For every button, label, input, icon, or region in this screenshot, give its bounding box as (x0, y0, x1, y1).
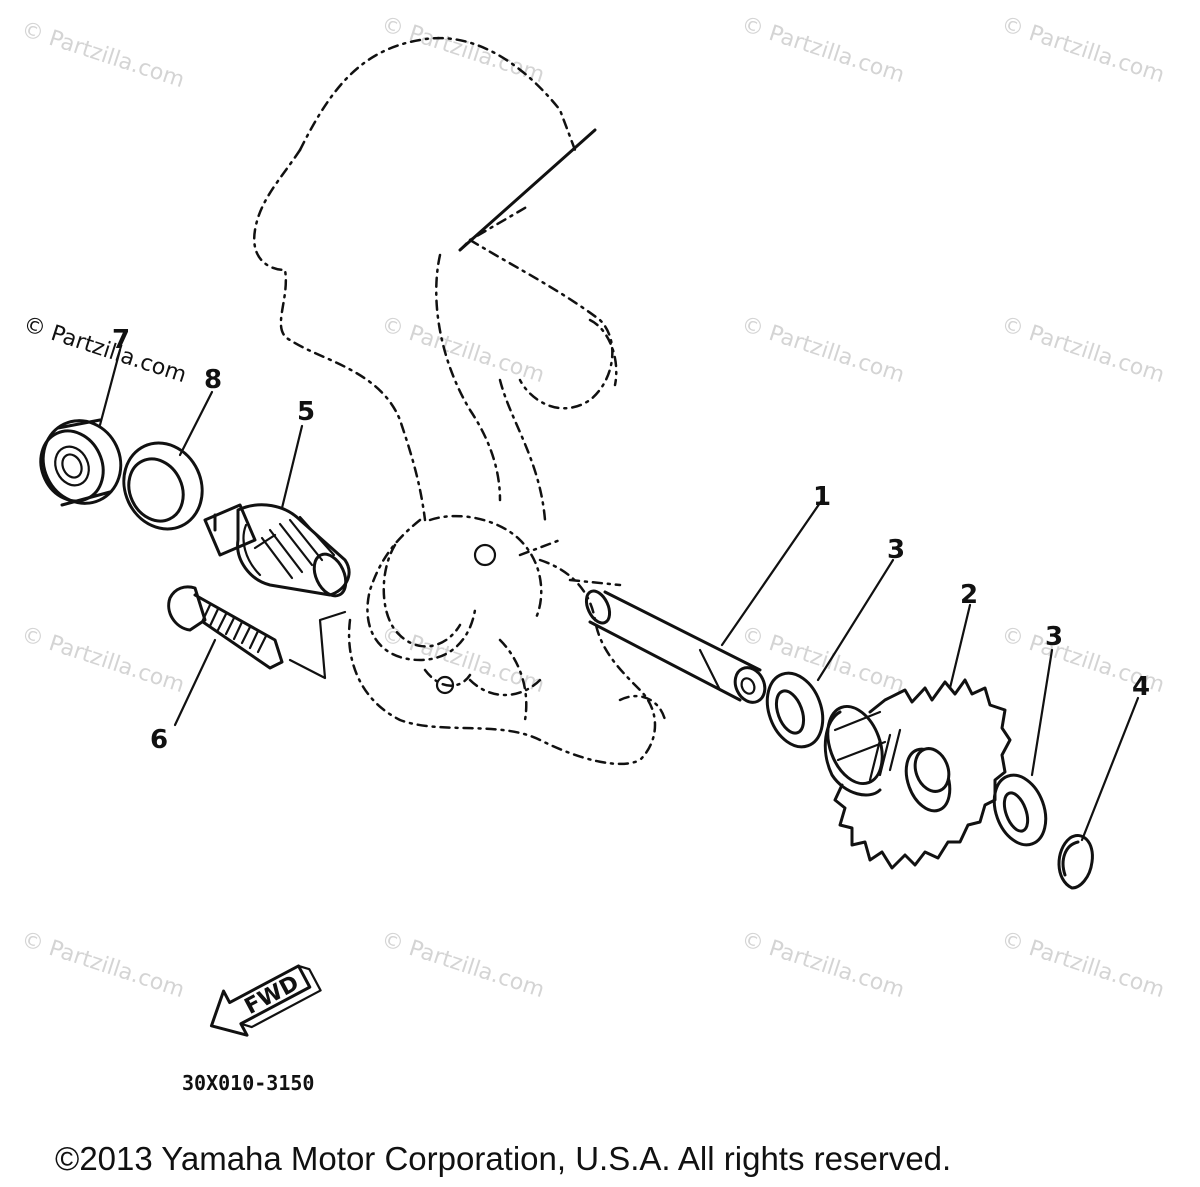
callout-5: 5 (297, 397, 315, 427)
bolt-hole-icon (473, 543, 497, 567)
bolt-hole-icon (435, 675, 455, 695)
leader-lines (98, 348, 1140, 842)
watermark: © Partzilla.com (18, 622, 187, 698)
callout-7: 7 (112, 325, 130, 355)
leader-line-6 (173, 638, 217, 727)
part-2-gear (823, 678, 1012, 870)
leader-line-8 (178, 390, 214, 457)
watermark: © Partzilla.com (378, 12, 547, 88)
watermark: © Partzilla.com (998, 927, 1167, 1003)
leader-line-4 (1080, 696, 1140, 842)
part-8-washer (122, 441, 204, 531)
crankcase-outline (252, 36, 667, 766)
part-3-washer-b (992, 773, 1048, 847)
watermark: © Partzilla.com (18, 927, 187, 1003)
leader-line-7 (98, 348, 122, 427)
fwd-label: FWD (241, 971, 304, 1020)
callout-labels: 7 8 5 6 1 3 2 3 4 (112, 325, 1150, 755)
callout-3b: 3 (1045, 622, 1063, 652)
leader-line-3a (816, 558, 895, 682)
watermark: © Partzilla.com (998, 312, 1167, 388)
watermark: © Partzilla.com (738, 312, 907, 388)
part-1-shaft (584, 589, 767, 704)
callout-6: 6 (150, 725, 168, 755)
leader-line-5 (280, 424, 304, 510)
watermark: © Partzilla.com (18, 17, 187, 93)
callout-1: 1 (813, 482, 831, 512)
leader-line-1 (720, 498, 824, 647)
part-7-oil-seal (39, 418, 123, 507)
watermark: © Partzilla.com (378, 927, 547, 1003)
callout-4: 4 (1132, 672, 1150, 702)
part-4-circlip (1057, 834, 1094, 890)
part-6-bolt (167, 585, 347, 680)
watermark: © Partzilla.com (738, 927, 907, 1003)
watermark-dark: © Partzilla.com (20, 312, 189, 388)
watermark: © Partzilla.com (378, 312, 547, 388)
part-5-gear-shaft (203, 503, 351, 598)
leader-line-2 (948, 603, 972, 690)
leader-line-3b (1030, 648, 1054, 777)
copyright-notice: ©2013 Yamaha Motor Corporation, U.S.A. A… (55, 1140, 951, 1177)
callout-8: 8 (204, 365, 222, 395)
diagram-code: 30X010-3150 (182, 1071, 314, 1095)
part-3-washer-a (765, 671, 825, 749)
watermark: © Partzilla.com (378, 622, 547, 698)
watermark: © Partzilla.com (738, 12, 907, 88)
fwd-arrow-icon: FWD (209, 964, 322, 1037)
callout-3a: 3 (887, 535, 905, 565)
callout-2: 2 (960, 580, 978, 610)
watermark-layer: © Partzilla.com © Partzilla.com © Partzi… (18, 12, 1167, 1003)
watermark: © Partzilla.com (998, 12, 1167, 88)
